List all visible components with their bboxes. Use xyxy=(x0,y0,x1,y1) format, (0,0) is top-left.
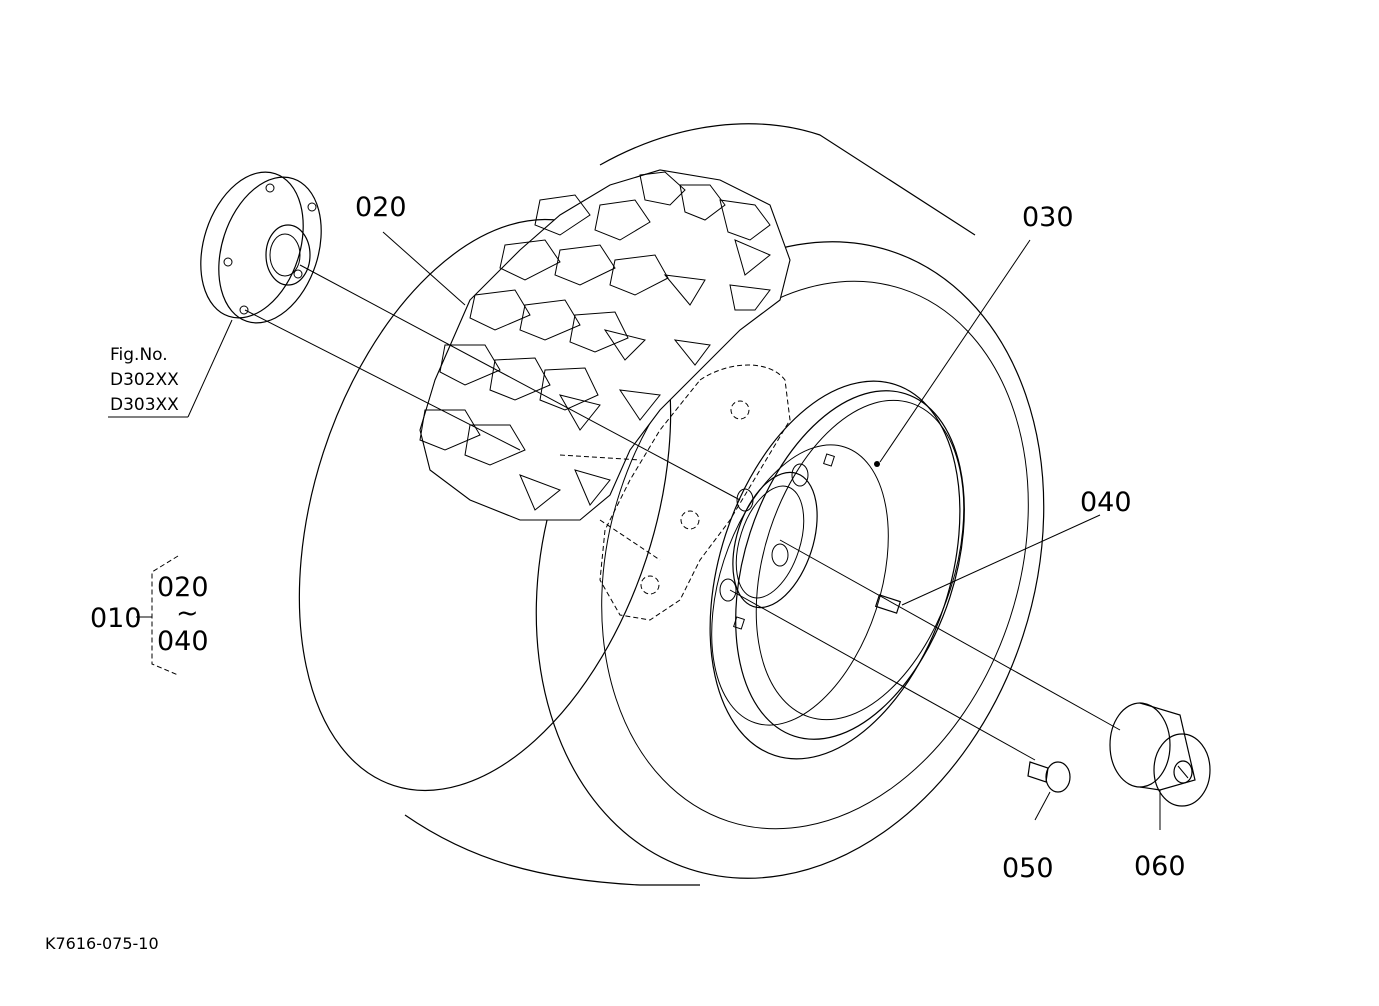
wheel-rim xyxy=(709,380,965,760)
callout-060: 060 xyxy=(1134,851,1186,882)
hidden-hub-outline xyxy=(559,364,791,621)
assembly-range-symbol: ~ xyxy=(176,598,199,629)
wheel-bolt xyxy=(1027,761,1071,793)
assembly-to: 040 xyxy=(157,626,209,657)
fig-no-title: Fig.No. xyxy=(110,345,168,365)
valve-stem xyxy=(874,594,902,614)
hub-flange xyxy=(200,171,322,324)
callout-040: 040 xyxy=(1080,487,1132,518)
hub-cap xyxy=(1109,702,1211,807)
fig-ref-d303xx: D303XX xyxy=(110,395,179,415)
leader-lines xyxy=(108,231,1161,830)
callout-050: 050 xyxy=(1002,853,1054,884)
assembly-parent: 010 xyxy=(90,603,142,634)
assembly-bracket xyxy=(136,555,179,676)
callout-030: 030 xyxy=(1022,202,1074,233)
callout-020: 020 xyxy=(355,192,407,223)
drawing-code: K7616-075-10 xyxy=(45,934,159,953)
tire-tread xyxy=(419,169,791,521)
fig-ref-d302xx: D302XX xyxy=(110,370,179,390)
assembly-from: 020 xyxy=(157,572,209,603)
